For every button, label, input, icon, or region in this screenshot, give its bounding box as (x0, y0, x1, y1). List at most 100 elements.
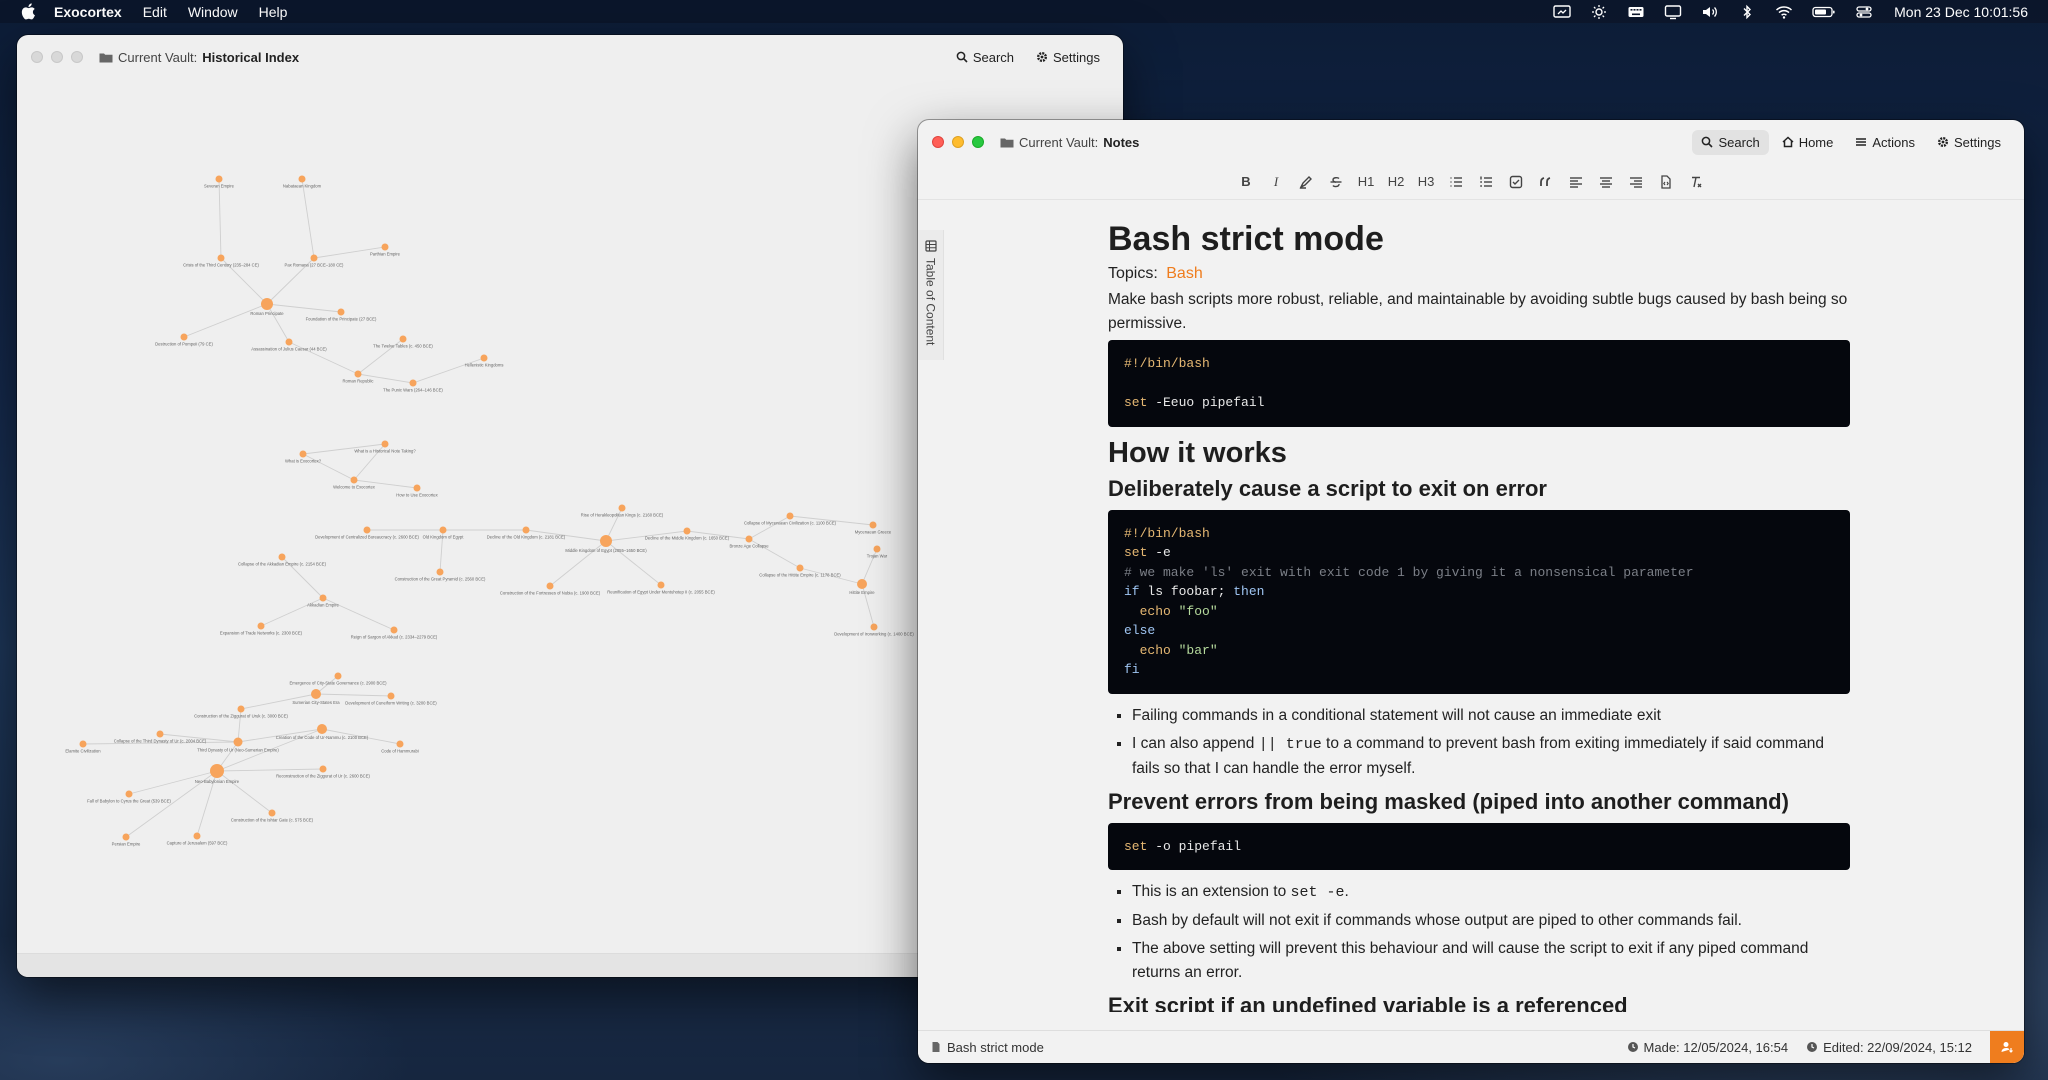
graph-node[interactable] (180, 333, 188, 341)
graph-node[interactable] (436, 568, 444, 576)
graph-node-label[interactable]: Akkadian Empire (307, 603, 339, 608)
graph-node-label[interactable]: Code of Hammurabi (381, 749, 419, 754)
share-button[interactable] (1990, 1030, 2024, 1063)
graph-node[interactable] (261, 298, 273, 310)
graph-node-label[interactable]: Collapse of the Akkadian Empire (c. 2154… (238, 562, 327, 567)
heading-prevent-masking[interactable]: Prevent errors from being masked (piped … (1108, 788, 1789, 814)
graph-node[interactable] (618, 504, 626, 512)
graph-node[interactable] (683, 527, 691, 535)
graph-node[interactable] (600, 535, 612, 547)
graph-node-label[interactable]: Destruction of Pompeii (79 CE) (155, 342, 213, 347)
zoom-button[interactable] (972, 136, 984, 148)
graph-node[interactable] (409, 379, 417, 387)
graph-node-label[interactable]: Development of Ironworking (c. 1400 BCE) (834, 632, 914, 637)
graph-node-label[interactable]: Construction of the Ishtar Gate (c. 575 … (231, 818, 314, 823)
list-item[interactable]: This is an extension to set -e. (1132, 880, 1850, 905)
graph-node[interactable] (125, 790, 133, 798)
menu-window[interactable]: Window (187, 3, 238, 20)
graph-node[interactable] (257, 622, 265, 630)
graph-node[interactable] (237, 705, 245, 713)
graph-node-label[interactable]: Emergence of City-State Governance (c. 2… (289, 681, 387, 686)
graph-node[interactable] (396, 740, 404, 748)
graph-node[interactable] (390, 626, 398, 634)
graph-node[interactable] (233, 737, 243, 747)
graph-node-label[interactable]: Nabataean Kingdom (283, 184, 322, 189)
graph-node[interactable] (319, 594, 327, 602)
italic-button[interactable]: I (1273, 173, 1279, 189)
graph-node-label[interactable]: Elamite Civilization (65, 749, 101, 754)
align-right-button[interactable] (1625, 171, 1647, 193)
graph-node[interactable] (870, 623, 878, 631)
graph-node-label[interactable]: The Punic Wars (264–146 BCE) (383, 388, 443, 393)
heading-how-it-works[interactable]: How it works (1108, 436, 1287, 469)
code-block[interactable]: #!/bin/bash set -e # we make 'ls' exit w… (1108, 509, 1850, 694)
minimize-button[interactable] (952, 136, 964, 148)
graph-node[interactable] (786, 512, 794, 520)
graph-node[interactable] (873, 545, 881, 553)
graph-node-label[interactable]: Trojan War (867, 554, 888, 559)
graph-node-label[interactable]: Construction of the Great Pyramid (c. 25… (395, 577, 486, 582)
graph-node[interactable] (215, 175, 223, 183)
graph-node[interactable] (79, 740, 87, 748)
graph-node-label[interactable]: What is Exocortex? (285, 459, 322, 464)
graph-node[interactable] (387, 692, 395, 700)
screen-share-icon[interactable] (1553, 4, 1571, 20)
heading1-button[interactable]: H1 (1357, 174, 1375, 189)
display-icon[interactable] (1664, 4, 1682, 20)
graph-node-label[interactable]: Parthian Empire (370, 252, 401, 257)
graph-node-label[interactable]: Persian Empire (112, 842, 141, 847)
menu-app-name[interactable]: Exocortex (54, 3, 122, 20)
graph-node[interactable] (796, 564, 804, 572)
graph-node-label[interactable]: Development of Centralized Bureaucracy (… (315, 535, 419, 540)
graph-node-label[interactable]: Hittite Empire (849, 590, 875, 595)
note-title[interactable]: Bash strict mode (1108, 220, 1384, 258)
graph-node[interactable] (439, 526, 447, 534)
bluetooth-icon[interactable] (1738, 4, 1756, 20)
notes-titlebar[interactable]: Current Vault: Notes Search Home Actions… (918, 120, 2024, 164)
graph-node[interactable] (210, 764, 224, 778)
graph-node[interactable] (480, 354, 488, 362)
heading2-button[interactable]: H2 (1387, 174, 1405, 189)
graph-node-label[interactable]: Assassination of Julius Caesar (44 BCE) (251, 347, 327, 352)
heading-undefined-variable[interactable]: Exit script if an undefined variable is … (1108, 993, 1628, 1012)
align-center-button[interactable] (1595, 171, 1617, 193)
settings-button[interactable]: Settings (1928, 130, 2010, 155)
graph-node-label[interactable]: Reign of Sargon of Akkad (c. 2334–2279 B… (351, 635, 438, 640)
blockquote-button[interactable] (1535, 171, 1557, 193)
brightness-icon[interactable] (1590, 4, 1608, 20)
battery-icon[interactable] (1812, 4, 1836, 20)
graph-node[interactable] (268, 809, 276, 817)
graph-node[interactable] (334, 672, 342, 680)
wifi-icon[interactable] (1775, 4, 1793, 20)
graph-node-label[interactable]: Reunification of Egypt Under Mentuhotep … (607, 590, 715, 595)
graph-node-label[interactable]: Middle Kingdom of Egypt (2055–1650 BCE) (565, 548, 647, 553)
graph-node[interactable] (278, 553, 286, 561)
home-button[interactable]: Home (1773, 130, 1843, 155)
graph-node[interactable] (299, 450, 307, 458)
graph-node[interactable] (413, 484, 421, 492)
zoom-button[interactable] (71, 51, 83, 63)
graph-node[interactable] (522, 526, 530, 534)
code-block[interactable]: #!/bin/bash set -Eeuo pipefail (1108, 340, 1850, 427)
graph-node-label[interactable]: Third Dynasty of Ur (Neo-Sumerian Empire… (197, 748, 279, 753)
graph-node[interactable] (857, 579, 867, 589)
graph-node[interactable] (298, 175, 306, 183)
note-editor[interactable]: Bash strict mode Topics: Bash Make bash … (1108, 220, 1850, 1012)
control-center-icon[interactable] (1855, 4, 1873, 20)
graph-node-label[interactable]: What is a Historical Note Taking? (354, 449, 416, 454)
graph-node[interactable] (350, 476, 358, 484)
graph-node[interactable] (381, 440, 389, 448)
keyboard-icon[interactable] (1627, 4, 1645, 20)
strikethrough-button[interactable] (1325, 171, 1347, 193)
graph-node[interactable] (156, 730, 164, 738)
vault-indicator[interactable]: Current Vault: Notes (1000, 135, 1139, 150)
graph-node-label[interactable]: Rise of Herakleopolitan Kings (c. 2160 B… (581, 513, 664, 518)
settings-button[interactable]: Settings (1027, 45, 1109, 70)
minimize-button[interactable] (51, 51, 63, 63)
list-item[interactable]: Failing commands in a conditional statem… (1132, 704, 1850, 728)
graph-node-label[interactable]: Construction of the Fortresses of Nubia … (500, 591, 601, 596)
align-left-button[interactable] (1565, 171, 1587, 193)
graph-node-label[interactable]: Roman Republic (343, 379, 374, 384)
highlight-button[interactable] (1295, 171, 1317, 193)
intro-paragraph[interactable]: Make bash scripts more robust, reliable,… (1108, 291, 1848, 332)
